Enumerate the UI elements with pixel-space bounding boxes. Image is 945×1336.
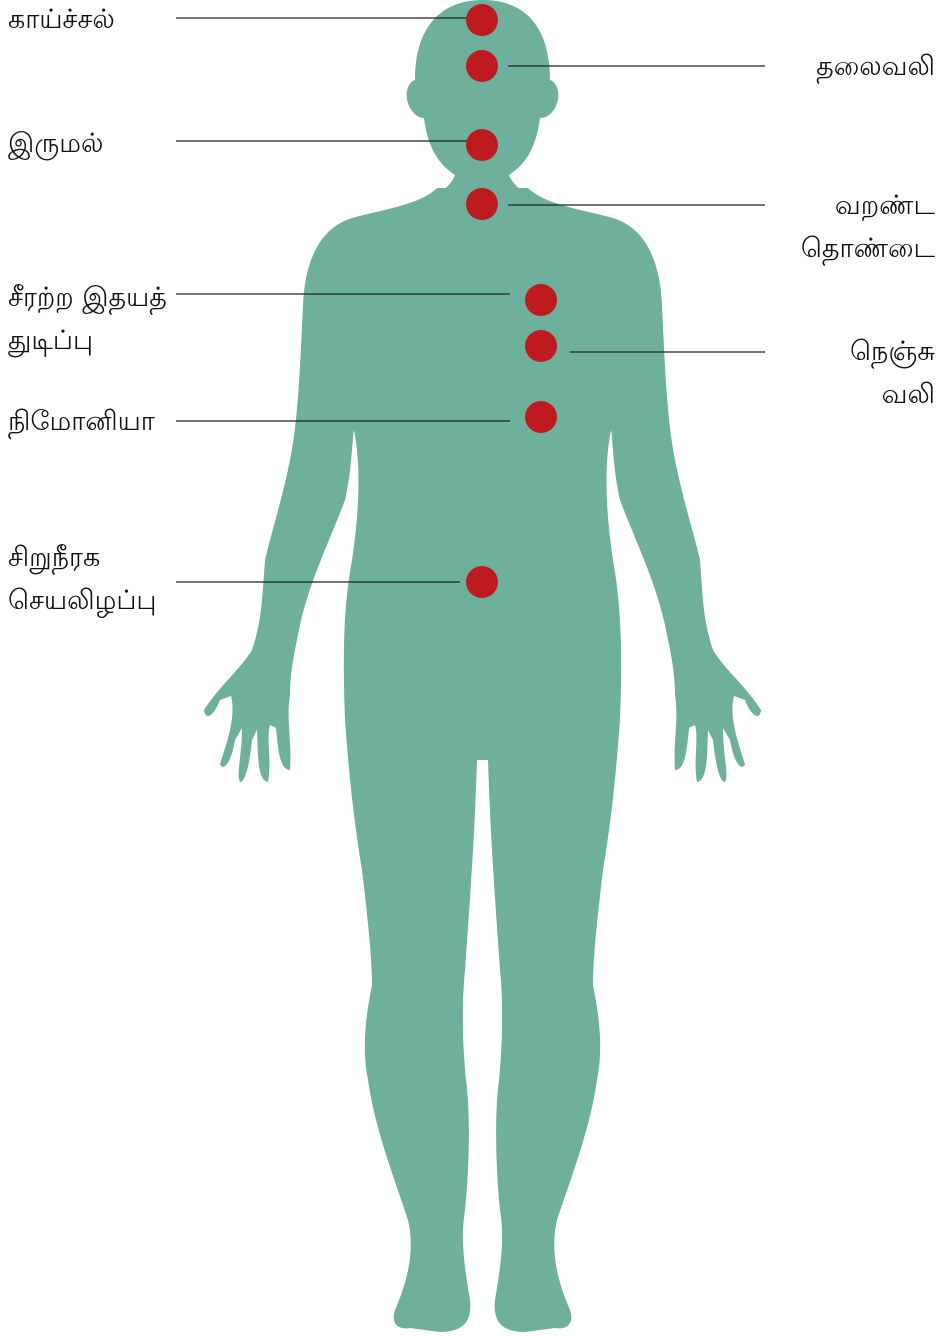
- label-pneumonia: நிமோனியா: [8, 400, 155, 443]
- label-dry-throat-line-1: வறண்ட: [801, 184, 935, 227]
- label-pneumonia-line-1: நிமோனியா: [8, 400, 155, 443]
- marker-cough: [466, 129, 498, 161]
- marker-dry-throat: [466, 188, 498, 220]
- marker-fever: [466, 4, 498, 36]
- label-dry-throat-line-2: தொண்டை: [801, 227, 935, 270]
- label-cough: இருமல்: [8, 122, 103, 165]
- marker-headache: [466, 50, 498, 82]
- label-headache: தலைவலி: [816, 45, 935, 88]
- torso-and-limbs: [204, 188, 761, 1332]
- label-arrhythmia-line-1: சீரற்ற இதயத்: [8, 276, 167, 319]
- label-kidney-failure-line-2: செயலிழப்பு: [8, 579, 157, 622]
- label-kidney-failure: சிறுநீரக செயலிழப்பு: [8, 536, 157, 622]
- label-chest-pain: நெஞ்சு வலி: [850, 330, 935, 416]
- label-chest-pain-line-1: நெஞ்சு: [850, 330, 935, 373]
- marker-pneumonia: [525, 401, 557, 433]
- label-fever-line-1: காய்ச்சல்: [8, 0, 115, 41]
- marker-arrhythmia: [525, 284, 557, 316]
- marker-kidney-failure: [466, 566, 498, 598]
- label-kidney-failure-line-1: சிறுநீரக: [8, 536, 157, 579]
- label-dry-throat: வறண்ட தொண்டை: [801, 184, 935, 270]
- label-headache-line-1: தலைவலி: [816, 45, 935, 88]
- label-chest-pain-line-2: வலி: [850, 373, 935, 416]
- label-arrhythmia-line-2: துடிப்பு: [8, 319, 167, 362]
- label-arrhythmia: சீரற்ற இதயத் துடிப்பு: [8, 276, 167, 362]
- marker-chest-pain: [525, 330, 557, 362]
- label-fever: காய்ச்சல்: [8, 0, 115, 41]
- label-cough-line-1: இருமல்: [8, 122, 103, 165]
